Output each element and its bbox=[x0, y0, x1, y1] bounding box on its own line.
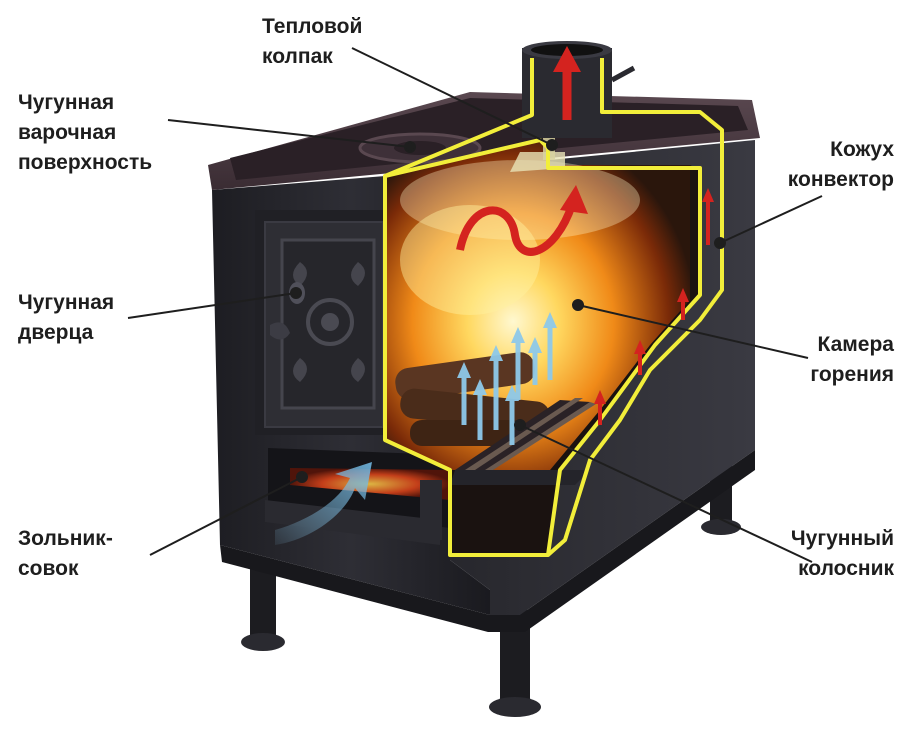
intake-air-arrow bbox=[275, 462, 372, 545]
label-cooking-surface: Чугунная варочная поверхность bbox=[18, 88, 152, 178]
label-chamber-line1: Камера bbox=[817, 333, 894, 356]
cast-iron-grate bbox=[450, 398, 596, 485]
label-grate-line1: Чугунный bbox=[790, 527, 894, 550]
label-door-line1: Чугунная bbox=[18, 291, 115, 314]
label-heat-cap-line2: колпак bbox=[262, 45, 333, 68]
label-ash-pan-line1: Зольник- bbox=[18, 527, 113, 550]
label-door-line2: дверца bbox=[18, 321, 94, 344]
label-cooking-surface-line3: поверхность bbox=[18, 151, 153, 174]
label-casing-line1: Кожух bbox=[830, 138, 894, 161]
label-casing: Кожух конвектор bbox=[788, 135, 894, 195]
label-heat-cap: Тепловой колпак bbox=[262, 12, 362, 72]
cast-iron-door bbox=[255, 210, 387, 435]
label-ash-pan: Зольник- совок bbox=[18, 524, 113, 584]
cooking-surface-plate bbox=[208, 92, 760, 190]
leader-lines bbox=[127, 47, 823, 563]
label-heat-cap-line1: Тепловой bbox=[262, 15, 363, 38]
label-chamber-line2: горения bbox=[810, 363, 894, 386]
label-cooking-surface-line2: варочная bbox=[18, 121, 117, 144]
hot-air-arrows bbox=[456, 46, 714, 425]
label-chamber: Камера горения bbox=[810, 330, 894, 390]
cold-air-arrows bbox=[275, 312, 557, 545]
label-casing-line2: конвектор bbox=[787, 168, 894, 191]
label-grate: Чугунный колосник bbox=[791, 524, 894, 584]
label-door: Чугунная дверца bbox=[18, 288, 114, 348]
label-ash-pan-line2: совок bbox=[18, 557, 79, 580]
label-cooking-surface-line1: Чугунная bbox=[18, 91, 115, 114]
convector-arrows bbox=[594, 188, 714, 425]
label-grate-line2: колосник bbox=[798, 557, 894, 580]
chamber-outline bbox=[383, 58, 724, 557]
